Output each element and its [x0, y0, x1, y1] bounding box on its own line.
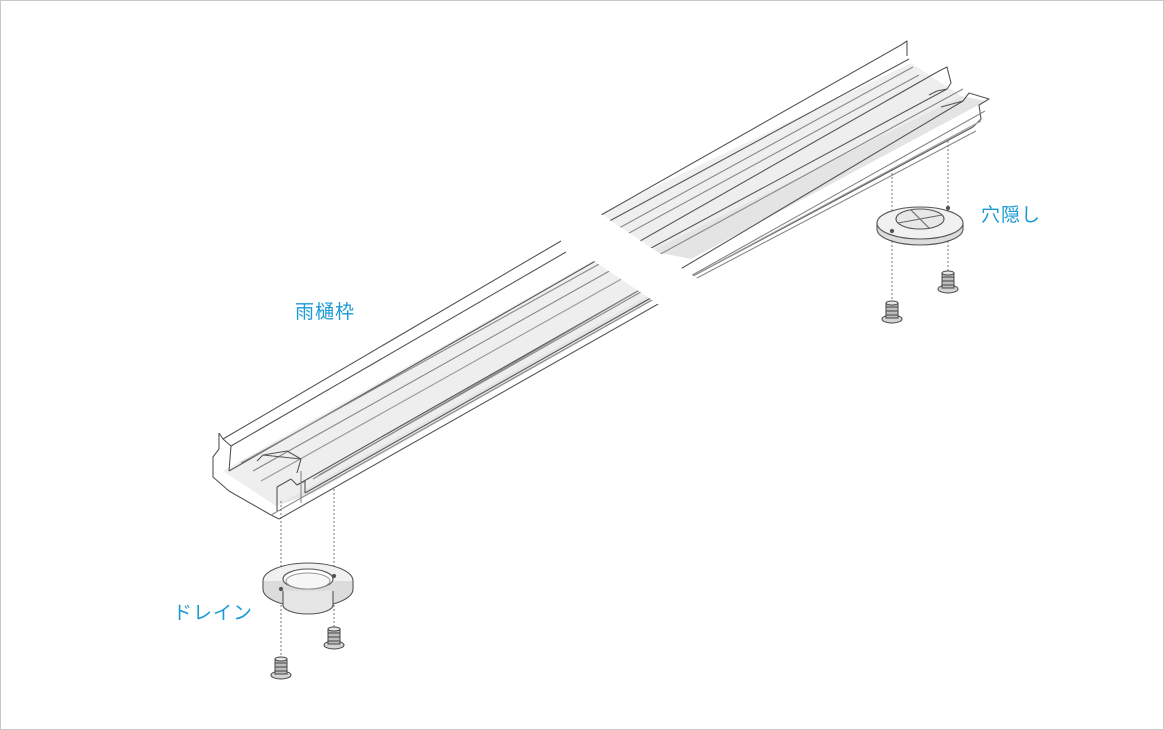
drain-screw-left — [270, 656, 292, 680]
hole-cover-label: 穴隠し — [981, 204, 1042, 226]
drain-label: ドレイン — [173, 602, 254, 624]
gutter-frame-left — [212, 240, 691, 520]
gutter-frame-label: 雨樋枠 — [295, 301, 356, 323]
cover-screw-right — [937, 270, 959, 294]
drain-fitting — [262, 562, 354, 615]
hole-cover — [876, 205, 964, 246]
cover-screw-left — [881, 300, 903, 324]
break-band — [561, 213, 701, 306]
gutter-frame-right — [586, 40, 990, 298]
drain-screw-right — [323, 626, 345, 650]
